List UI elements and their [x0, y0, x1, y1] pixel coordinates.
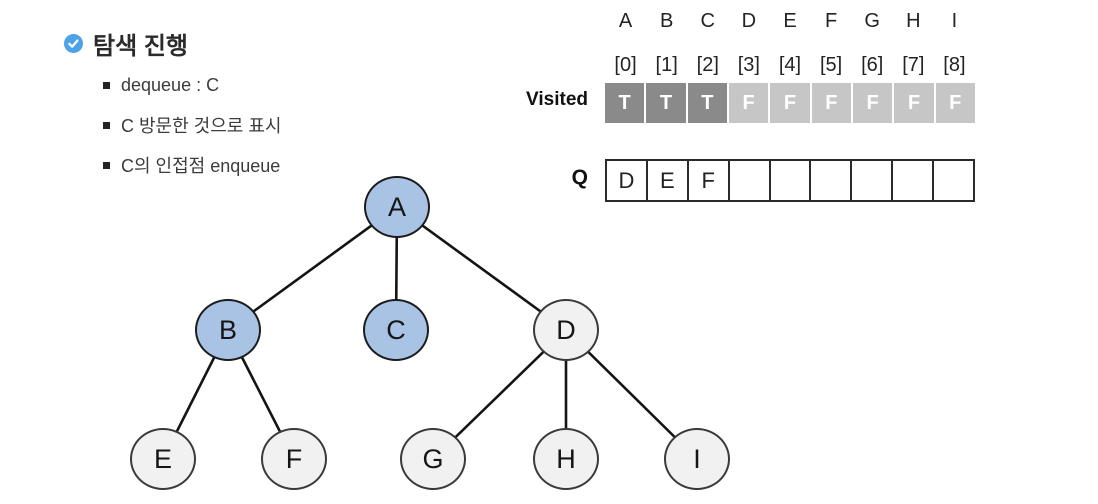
tree-node-label: A: [387, 191, 406, 222]
bullet-item: dequeue : C: [103, 65, 281, 105]
tree-node-G: G: [400, 428, 466, 490]
tree-edge-A-B: [227, 205, 398, 332]
visited-cell: F: [728, 83, 769, 123]
tree-node-I: I: [664, 428, 730, 490]
column-index: [2]: [696, 54, 719, 76]
visited-cell: T: [605, 83, 645, 123]
column-index: [0]: [614, 54, 637, 76]
bullet-list: dequeue : C C 방문한 것으로 표시 C의 인접점 enqueue: [103, 65, 281, 185]
column-letter: I: [951, 10, 958, 32]
check-circle-icon: [64, 34, 83, 53]
column-letter: G: [864, 10, 880, 32]
bullet-marker-icon: [103, 121, 110, 129]
column-letter: F: [824, 10, 838, 32]
column-letter: D: [741, 10, 757, 32]
page-title: 탐색 진행: [93, 33, 188, 60]
visited-cell: T: [687, 83, 727, 123]
tree-node-H: H: [533, 428, 599, 490]
queue-cell: [852, 161, 894, 200]
tree-node-label: B: [218, 314, 237, 345]
column-index: [3]: [737, 54, 760, 76]
queue-cell: E: [648, 161, 689, 200]
title-row: 탐색 진행: [64, 26, 188, 61]
bullet-text: C 방문한 것으로 표시: [121, 116, 282, 136]
visited-label: Visited: [526, 89, 588, 110]
tree-node-C: C: [363, 299, 429, 361]
bullet-text: dequeue : C: [121, 74, 220, 95]
column-letter: E: [783, 10, 797, 32]
tree-node-A: A: [364, 176, 430, 238]
visited-cell: F: [811, 83, 851, 123]
tree-node-E: E: [130, 428, 196, 490]
visited-cell: F: [852, 83, 893, 123]
column-index: [7]: [902, 54, 925, 76]
tree-edge-A-D: [396, 205, 567, 332]
column-index: [6]: [861, 54, 884, 76]
tree-node-label: H: [556, 443, 576, 474]
tree-node-B: B: [195, 299, 261, 361]
column-letter: C: [700, 10, 715, 32]
queue-cell: [730, 161, 771, 200]
bullet-item: C 방문한 것으로 표시: [103, 105, 281, 145]
bullet-marker-icon: [103, 81, 110, 89]
array-column-indices: [0] [1] [2] [3] [4] [5] [6] [7] [8]: [605, 54, 975, 77]
column-letter: B: [659, 10, 674, 32]
tree-node-D: D: [533, 299, 599, 361]
tree-node-label: C: [386, 314, 406, 345]
queue-cell: D: [607, 161, 648, 200]
visited-cell: F: [935, 83, 975, 123]
queue-label: Q: [571, 166, 588, 189]
column-index: [1]: [655, 54, 678, 76]
bullet-item: C의 인접점 enqueue: [103, 145, 281, 185]
bullet-text: C의 인접점 enqueue: [121, 156, 281, 176]
tree-node-F: F: [261, 428, 327, 490]
tree-node-label: F: [285, 443, 303, 474]
visited-cell: F: [770, 83, 810, 123]
tree-node-label: E: [153, 443, 172, 474]
tree-node-label: I: [693, 443, 701, 474]
queue-cell: [811, 161, 853, 200]
queue-cell: [771, 161, 812, 200]
column-index: [8]: [943, 54, 966, 76]
visited-cell: T: [646, 83, 686, 123]
queue-cell: F: [689, 161, 730, 200]
column-index: [4]: [778, 54, 802, 76]
array-column-letters: A B C D E F G H I: [605, 10, 975, 33]
bullet-marker-icon: [103, 161, 110, 169]
queue-cell: [893, 161, 935, 200]
tree-node-label: G: [422, 443, 444, 474]
column-index: [5]: [819, 54, 843, 76]
tree-node-label: D: [556, 314, 576, 345]
column-letter: H: [906, 10, 921, 32]
column-letter: A: [618, 10, 633, 32]
visited-cell: F: [894, 83, 934, 123]
